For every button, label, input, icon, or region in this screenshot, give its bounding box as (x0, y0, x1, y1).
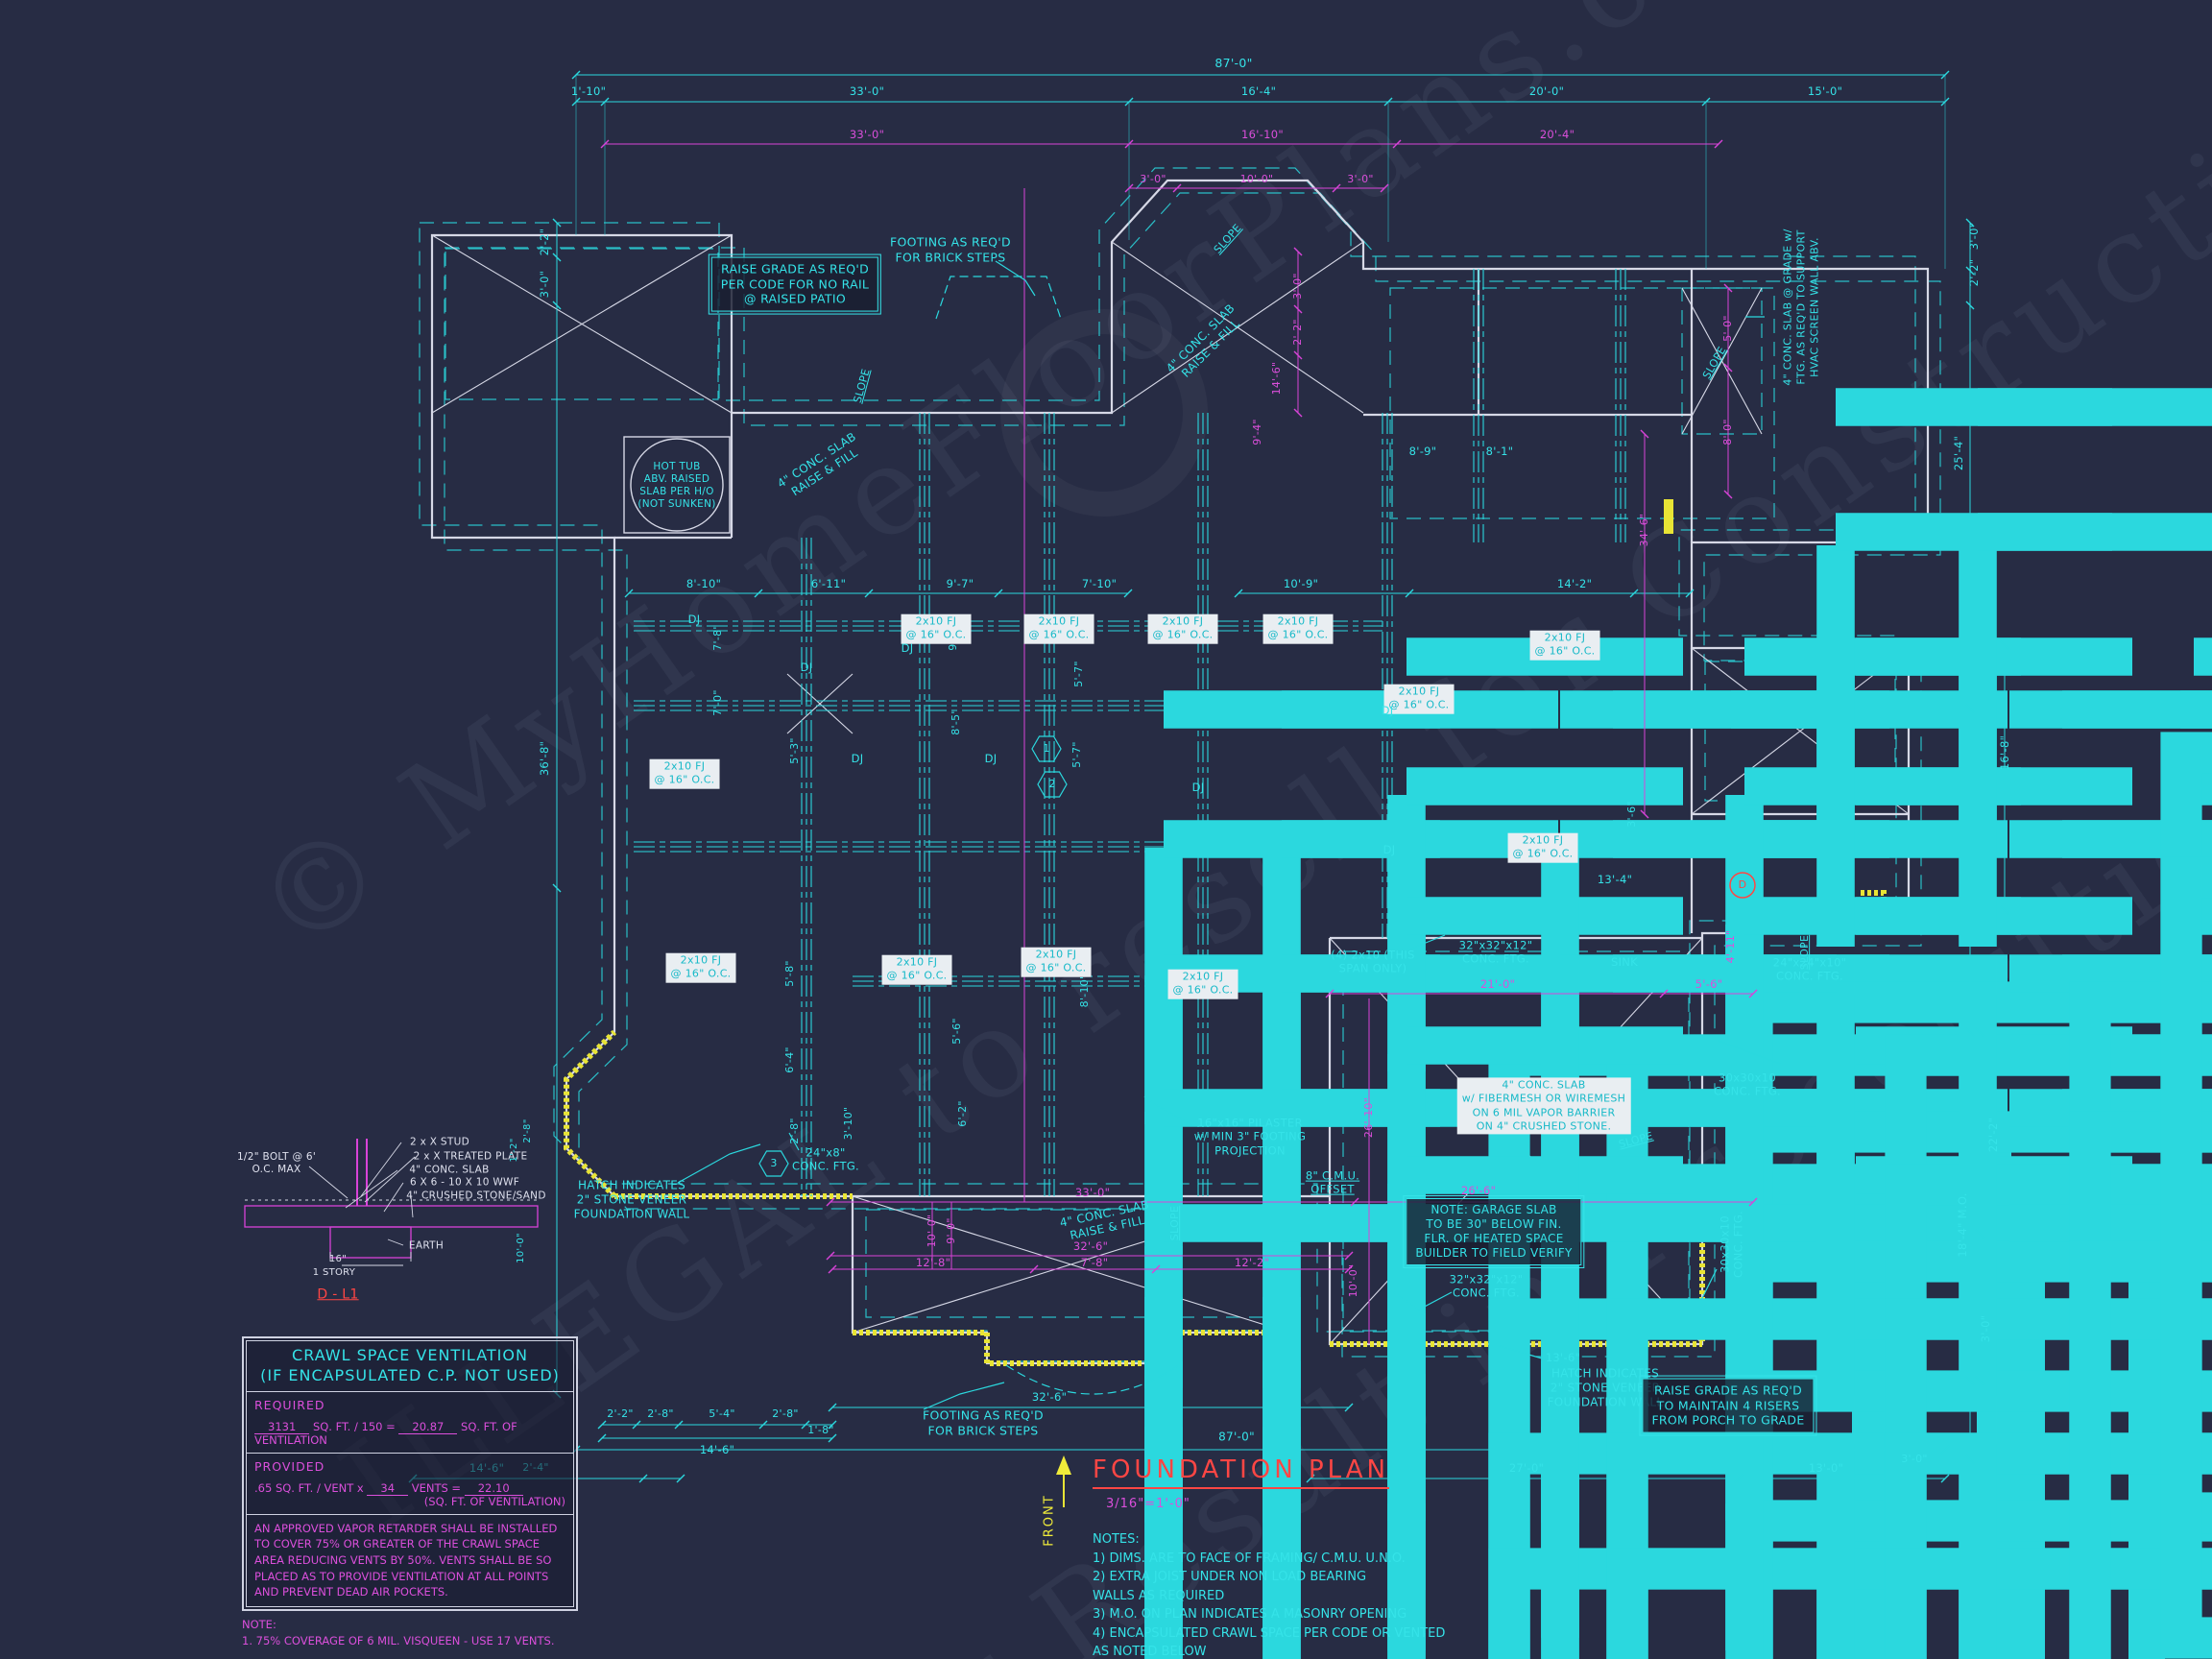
detail-d-l1 (244, 1139, 539, 1266)
vent-table-footnote: NOTE: 1. 75% COVERAGE OF 6 MIL. VISQUEEN… (242, 1617, 555, 1647)
note-item: 4) ENCAPSULATED CRAWL SPACE PER CODE OR … (1093, 1625, 1446, 1659)
provided-result-value: 22.10 (464, 1480, 523, 1496)
provided-vents-value: 34 (367, 1480, 409, 1496)
vapor-retarder-note: AN APPROVED VAPOR RETARDER SHALL BE INST… (254, 1521, 558, 1599)
front-arrow-icon (1056, 1455, 1071, 1507)
note-item: 2) EXTRA JOIST UNDER NON LOAD BEARING WA… (1093, 1570, 1367, 1603)
dimension-lines-magenta (600, 139, 1758, 1344)
title-block: FOUNDATION PLAN 3/16"=1'-0" NOTES: 1) DI… (1093, 1455, 1445, 1659)
callout-shapes (758, 735, 1756, 1177)
vent-marker (1664, 499, 1673, 534)
leader-lines (677, 260, 1781, 1410)
required-result-value: 20.87 (398, 1419, 458, 1434)
vent-required-section: REQUIRED 3131 SQ. FT. / 150 = 20.87 SQ. … (247, 1392, 573, 1454)
page-title: FOUNDATION PLAN (1093, 1455, 1389, 1489)
dimension-lines-cyan (408, 70, 2009, 1483)
crawl-space-ventilation-table: CRAWL SPACE VENTILATION (IF ENCAPSULATED… (242, 1336, 578, 1648)
note-item: 1) DIMS. ARE TO FACE OF FRAMING/ C.M.U. … (1093, 1551, 1406, 1566)
required-area-value: 3131 (254, 1419, 310, 1434)
slab-x-bracing (431, 234, 1910, 1345)
note-item: 3) M.O. ON PLAN INDICATES A MASONRY OPEN… (1093, 1607, 1407, 1622)
drawing-scale: 3/16"=1'-0" (1106, 1497, 1190, 1511)
vent-provided-section: PROVIDED .65 SQ. FT. / VENT x 34 VENTS =… (247, 1454, 573, 1515)
front-direction-label: FRONT (1042, 1494, 1057, 1547)
plan-notes: NOTES: 1) DIMS. ARE TO FACE OF FRAMING/ … (1093, 1530, 1445, 1659)
notes-heading: NOTES: (1093, 1532, 1140, 1547)
vent-table-title: CRAWL SPACE VENTILATION (IF ENCAPSULATED… (247, 1341, 573, 1392)
